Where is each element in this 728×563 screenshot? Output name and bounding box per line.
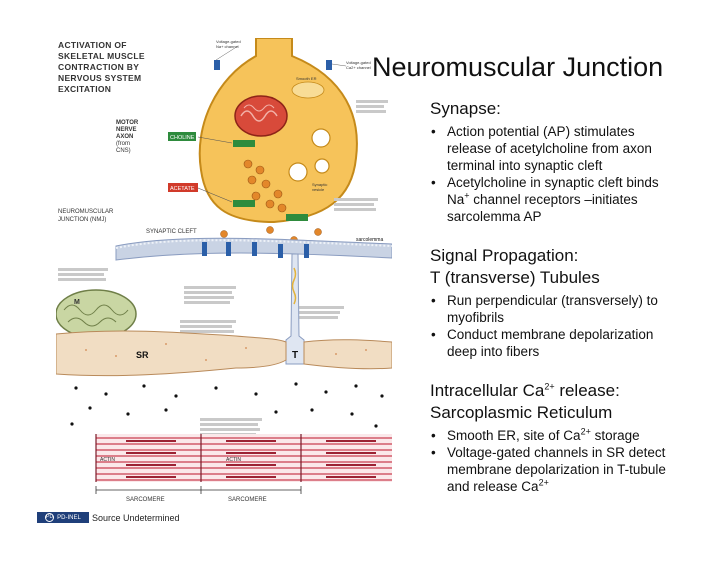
sr-label: SR [136,350,149,360]
source-attribution: Source Undetermined [92,512,180,523]
motor-axon-line-5: CNS) [116,148,131,154]
myofibrils: ACTIN ACTIN [95,434,392,482]
bullet-line: terminal into synaptic cleft [447,158,603,173]
diagram-title-line-4: NERVOUS SYSTEM [58,73,141,83]
motor-axon-line-2: NERVE [116,127,137,133]
na-channel-label-1: Voltage-gated [216,39,241,44]
nmj-diagram: ACTIVATION OF SKELETAL MUSCLE CONTRACTIO… [56,38,392,503]
section-heading: Intracellular Ca2+ release: [430,381,620,400]
ca-channel-callout: Voltage-gated Ca2+ channel [346,60,371,70]
diagram-title-line-1: ACTIVATION OF [58,40,127,50]
motor-axon-line-3: AXON [116,134,133,140]
na-channel-callout: Voltage-gated Na+ channel [216,39,241,50]
pd-badge-text: PD-INEL [57,514,81,521]
actin-right-label: ACTIN [226,457,241,463]
bullet-item: • Voltage-gated channels in SR detect me… [430,444,720,495]
bullet-line: membrane depolarization in T-tubule [447,462,666,477]
synaptic-vesicle-label-2: vesicle [312,187,325,192]
bullet-line: Acetylcholine in synaptic cleft binds [447,175,659,190]
bullet-line: Conduct membrane depolarization [447,327,654,342]
sarcoplasmic-reticulum: SR [56,330,392,377]
slide-title: Neuromuscular Junction [372,52,664,82]
mito-label: M [74,299,80,306]
bullet-line: Smooth ER, site of Ca2+ storage [447,426,640,443]
sarcolemma-label: sarcolemma [356,237,383,243]
motor-axon-line-4: (from [116,141,130,147]
bullet-line: release of acetylcholine from axon [447,141,652,156]
ca-channel-label-2: Ca2+ channel [346,65,371,70]
sarcomere-right-label: SARCOMERE [228,497,267,503]
bullet-line: Na+ channel receptors –initiates [447,190,638,207]
ca-channel-label-1: Voltage-gated [346,60,371,65]
transporter-labels [233,140,308,221]
bullet-line: Action potential (AP) stimulates [447,124,635,139]
bullet-item: • Smooth ER, site of Ca2+ storage [430,427,720,444]
acetate-box: ACETATE [168,183,198,192]
diagram-title: ACTIVATION OF SKELETAL MUSCLE CONTRACTIO… [58,40,145,94]
section-synapse: Synapse: • Action potential (AP) stimula… [430,98,720,225]
bullet-line: Voltage-gated channels in SR detect [447,445,666,460]
footer: PD PD-INEL Source Undetermined [37,511,180,524]
section-ca-release: Intracellular Ca2+ release: Sarcoplasmic… [430,380,720,495]
section-heading: Sarcoplasmic Reticulum [430,403,613,422]
t-tubule-label: T [292,350,298,361]
pd-icon: PD [45,513,55,522]
synaptic-cleft-label: SYNAPTIC CLEFT [146,229,197,235]
nmj-line-1: NEUROMUSCULAR [58,209,114,215]
bullet-line: deep into fibers [447,344,540,359]
nmj-label: NEUROMUSCULAR JUNCTION (NMJ) [58,209,114,223]
nmj-line-2: JUNCTION (NMJ) [58,217,106,223]
na-channel-label-2: Na+ channel [216,44,239,49]
bullet-item: • Acetylcholine in synaptic cleft binds … [430,174,720,225]
section-signal-propagation: Signal Propagation: T (transverse) Tubul… [430,245,720,360]
synaptic-vesicle-label-1: Synaptic [312,182,327,187]
motor-nerve-axon-label: MOTOR NERVE AXON (from CNS) [116,120,139,154]
bullet-item: • Action potential (AP) stimulates relea… [430,123,720,174]
smooth-er-label: Smooth ER [296,76,317,81]
sarcomere-scale: SARCOMERE SARCOMERE [95,486,302,503]
caption-blocks [58,100,388,436]
t-tubule: T [285,253,305,365]
pd-license-badge: PD PD-INEL [37,512,89,523]
choline-box: CHOLINE [168,132,196,141]
acetate-label: ACETATE [170,186,195,192]
calcium-ion-dots [70,382,384,428]
terminal-mitochondrion-icon [234,95,288,137]
sarcomere-left-label: SARCOMERE [126,497,165,503]
nerve-terminal: Smooth ER Synaptic vesicle [198,38,358,224]
ach-vesicles-icon [243,159,287,213]
bullet-line: sarcolemma AP [447,209,542,224]
section-heading: Signal Propagation: [430,246,579,265]
vesicle-recycling-icon [288,128,331,182]
bullet-line: and release Ca2+ [447,477,549,494]
motor-axon-line-1: MOTOR [116,120,139,126]
bullet-line: myofibrils [447,310,505,325]
diagram-title-line-3: CONTRACTION BY [58,62,139,72]
diagram-title-line-2: SKELETAL MUSCLE [58,51,145,61]
bullet-item: • Conduct membrane depolarization deep i… [430,326,720,360]
ach-receptor-icons [202,242,309,258]
section-heading: T (transverse) Tubules [430,268,600,287]
bullet-line: Run perpendicular (transversely) to [447,293,658,308]
channel-icons [214,45,347,70]
diagram-title-line-5: EXCITATION [58,84,111,94]
choline-label: CHOLINE [170,135,195,141]
bullet-item: • Run perpendicular (transversely) to my… [430,292,720,326]
section-heading: Synapse: [430,99,501,118]
actin-left-label: ACTIN [100,457,115,463]
